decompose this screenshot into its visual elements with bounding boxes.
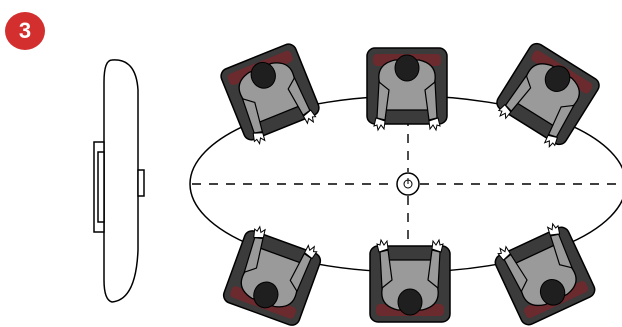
- device-side-profile: [93, 59, 145, 303]
- conference-microphone-icon: [396, 172, 420, 196]
- seat-bottom-center: [369, 239, 451, 323]
- step-number-badge: 3: [5, 12, 45, 50]
- axis-lines: [192, 100, 622, 270]
- seat-top-center: [366, 47, 448, 131]
